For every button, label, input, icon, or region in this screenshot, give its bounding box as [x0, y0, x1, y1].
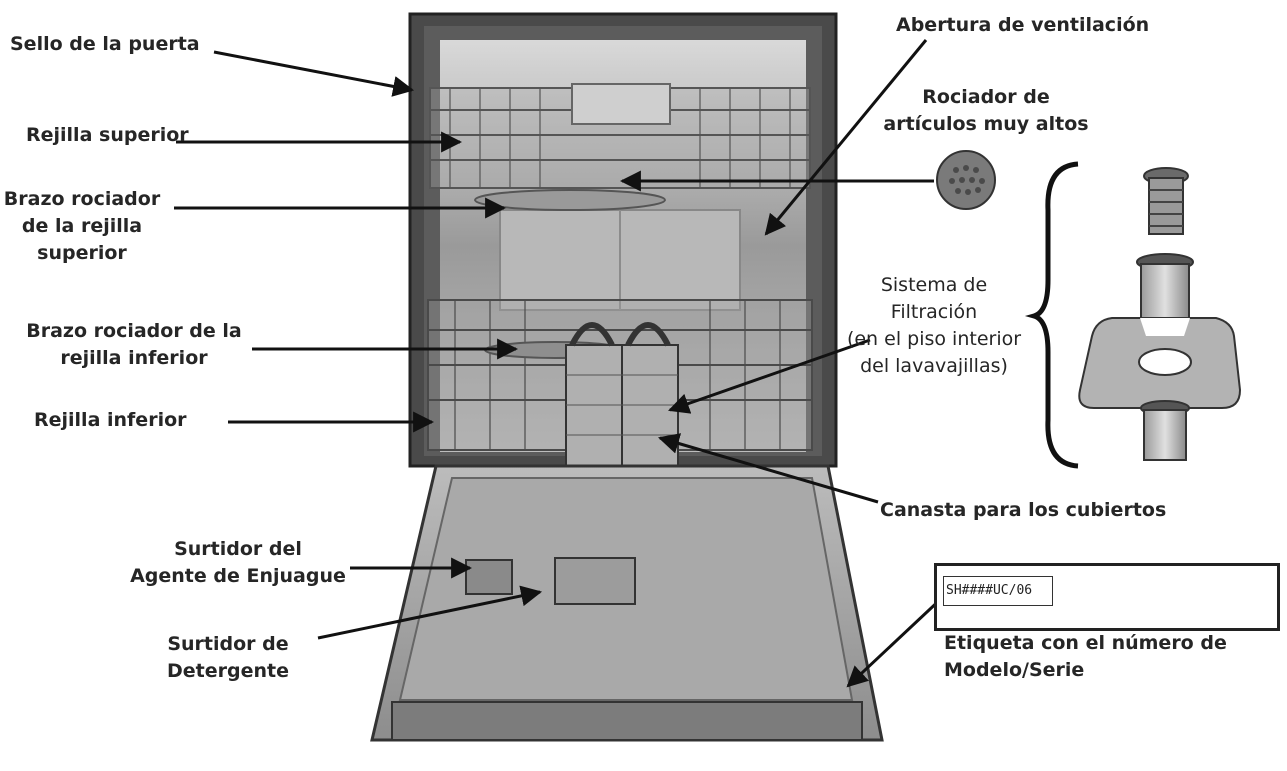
arrow-filtration — [668, 338, 871, 414]
detergent-dispenser-photo — [554, 557, 636, 605]
label-upper-spray-arm: Brazo rociador de la rejilla superior — [3, 188, 161, 264]
filter-components — [1078, 167, 1242, 461]
label-upper-rack: Rejilla superior — [26, 124, 189, 146]
arrow-detergent-dispenser — [317, 585, 543, 640]
arrow-door-seal — [213, 50, 415, 97]
arrow-model-label — [846, 594, 946, 688]
fine-filter-cylinder-icon — [1136, 253, 1194, 321]
rinse-dispenser-photo — [465, 559, 513, 595]
label-detergent-dispenser: Surtidor de Detergente — [167, 633, 289, 682]
label-model-serial: Etiqueta con el número de Modelo/Serie — [944, 632, 1227, 681]
coarse-filter-cylinder-icon — [1140, 400, 1190, 461]
label-door-seal: Sello de la puerta — [10, 33, 200, 55]
tall-item-sprayer-icon — [936, 150, 996, 210]
microfilter-icon — [1143, 167, 1189, 235]
arrow-vent — [764, 39, 928, 236]
upper-spray-arm-photo — [474, 189, 666, 211]
label-tall-item-sprayer: Rociador de artículos muy altos — [883, 86, 1089, 135]
flat-filter-plate-icon — [1078, 317, 1242, 409]
model-serial-rating-plate: SH####UC/06 — [934, 563, 1280, 631]
leader-arrows — [174, 39, 946, 688]
label-rinse-dispenser: Surtidor del Agente de Enjuague — [130, 538, 346, 587]
filter-group-brace — [1024, 161, 1079, 469]
dishwasher-photo — [370, 12, 884, 742]
label-cutlery-basket: Canasta para los cubiertos — [880, 499, 1167, 521]
label-filtration: Sistema de Filtración (en el piso interi… — [846, 274, 1022, 377]
arrow-cutlery-basket — [657, 433, 879, 504]
label-lower-spray-arm: Brazo rociador de la rejilla inferior — [26, 320, 242, 369]
label-vent: Abertura de ventilación — [896, 14, 1150, 36]
label-lower-rack: Rejilla inferior — [34, 409, 187, 431]
model-code: SH####UC/06 — [943, 576, 1053, 606]
